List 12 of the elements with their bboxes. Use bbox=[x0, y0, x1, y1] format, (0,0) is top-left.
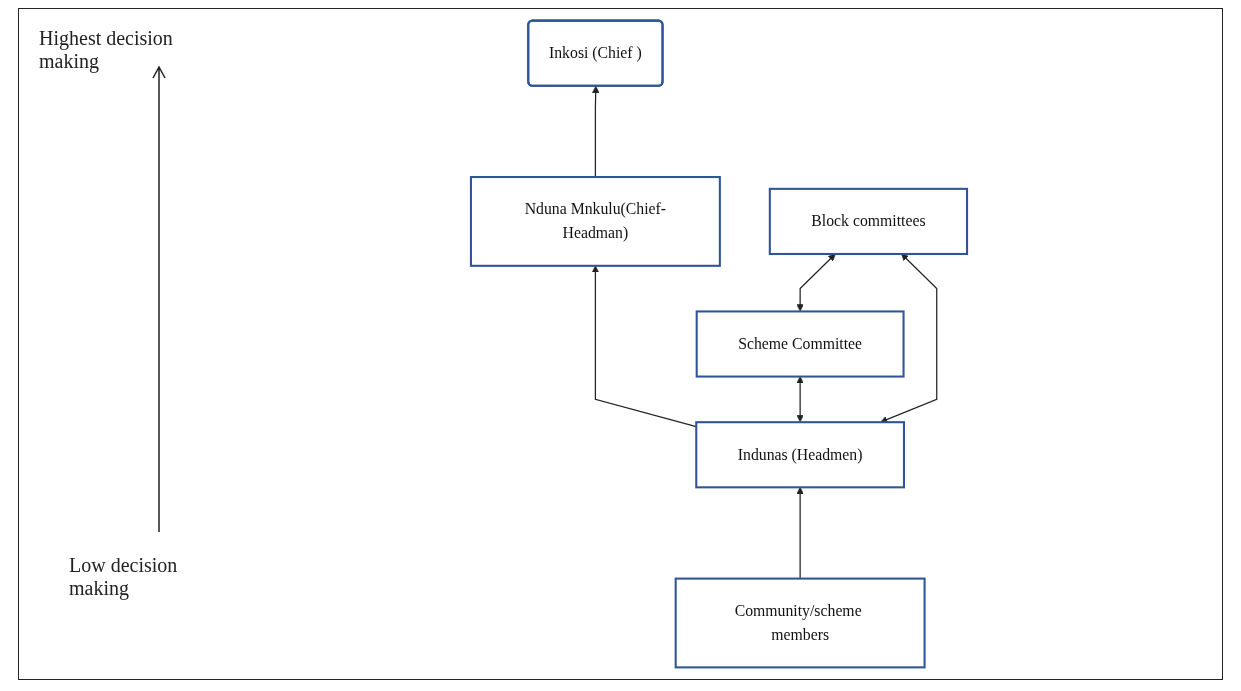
node-box: Scheme Committee bbox=[695, 310, 905, 378]
node-box: Community/scheme members bbox=[674, 577, 926, 669]
node-box: Block committees bbox=[768, 187, 969, 255]
arrow bbox=[880, 253, 938, 423]
scale-label: Low decision making bbox=[69, 554, 179, 600]
node-box: Indunas (Headmen) bbox=[695, 421, 905, 489]
scale-label: Highest decision making bbox=[39, 27, 174, 73]
arrow bbox=[591, 265, 697, 428]
arrow bbox=[796, 376, 804, 423]
node-box: Nduna Mnkulu(Chief-Headman) bbox=[469, 176, 721, 267]
arrow bbox=[796, 253, 836, 312]
arrow bbox=[592, 85, 600, 178]
